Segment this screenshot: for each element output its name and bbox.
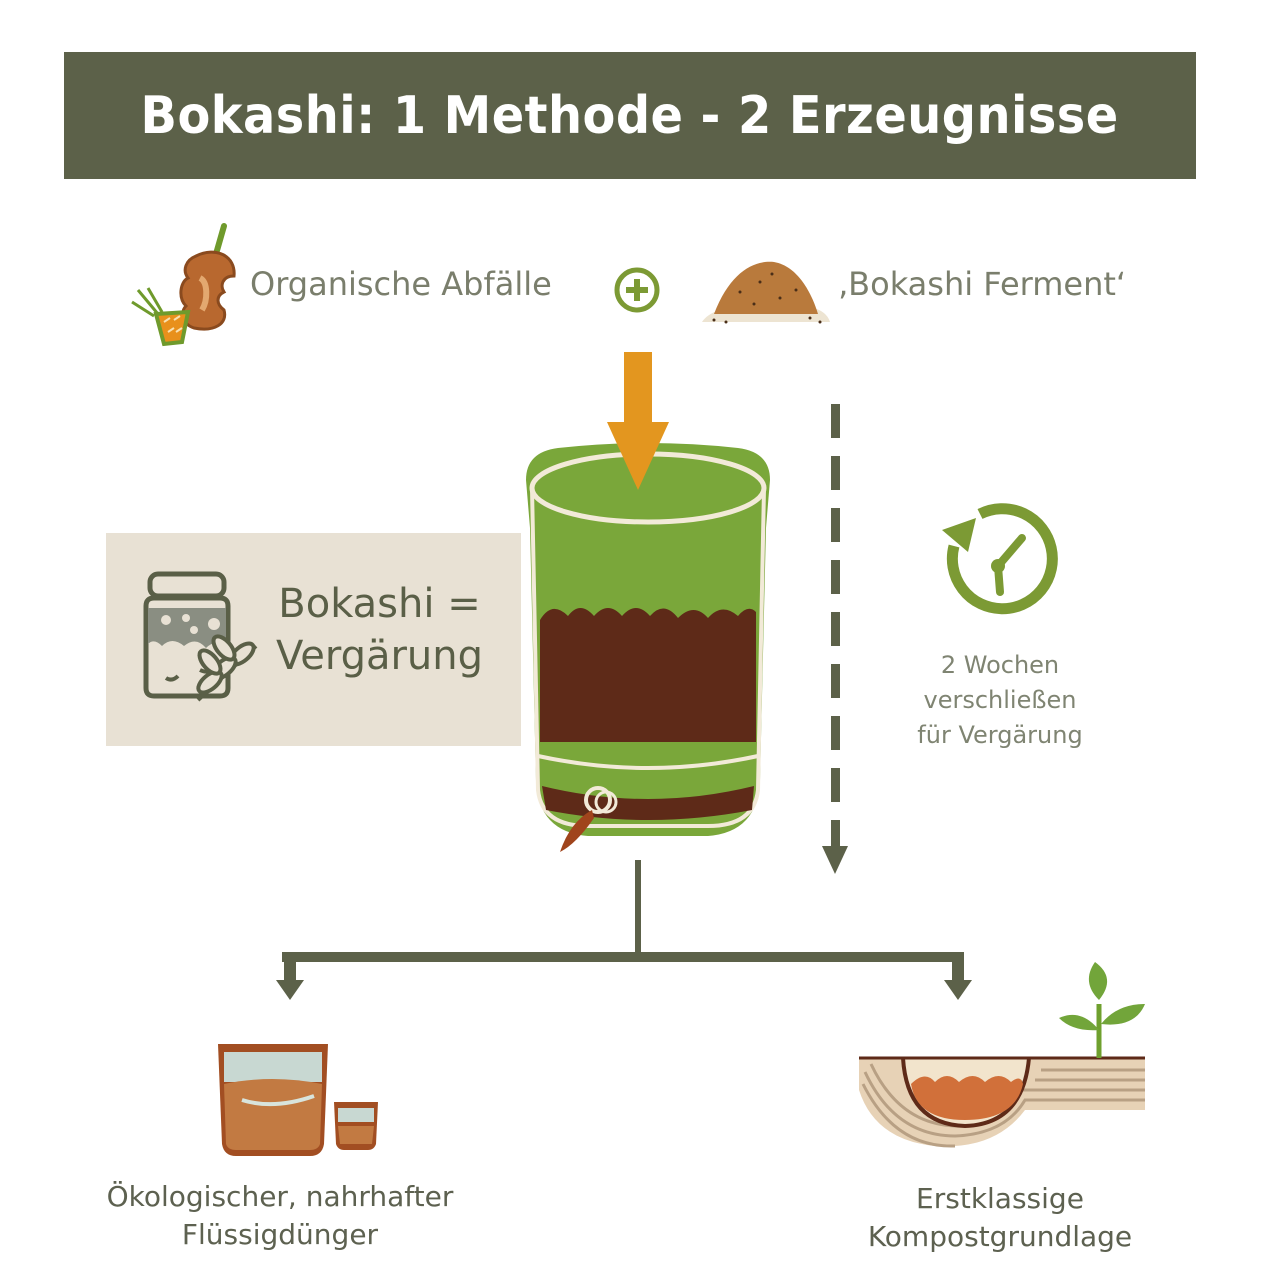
- organic-waste-icon: [124, 220, 244, 350]
- bokashi-bucket-icon: [508, 440, 788, 860]
- plus-circle-icon: [613, 266, 661, 314]
- clock-cycle-icon: [940, 500, 1060, 620]
- output-2-line-1: Erstklassige: [916, 1182, 1084, 1215]
- organic-waste-label: Organische Abfälle: [250, 265, 552, 303]
- fermenting-jar-with-grain-icon: [140, 570, 264, 702]
- soil-with-compost-and-seedling-icon: [855, 960, 1155, 1150]
- page-title: Bokashi: 1 Methode - 2 Erzeugnisse: [140, 85, 1120, 146]
- split-arrow-connector: [270, 860, 990, 1000]
- output-1-line-2: Flüssigdünger: [181, 1218, 379, 1251]
- timer-caption: 2 Wochen verschließen für Vergärung: [880, 648, 1120, 753]
- title-banner: Bokashi: 1 Methode - 2 Erzeugnisse: [64, 52, 1196, 179]
- definition-line-1: Bokashi =: [278, 581, 481, 627]
- timer-line-2: verschließen: [923, 686, 1077, 714]
- output-1-line-1: Ökologischer, nahrhafter: [106, 1180, 454, 1213]
- output-liquid-fertilizer-label: Ökologischer, nahrhafter Flüssigdünger: [84, 1178, 476, 1254]
- bran-pile-icon: [700, 252, 832, 328]
- time-dashed-arrow-icon: [820, 400, 850, 880]
- timer-line-3: für Vergärung: [917, 721, 1083, 749]
- input-arrow-icon: [607, 352, 669, 492]
- bokashi-ferment-label: ‚Bokashi Ferment‘: [838, 265, 1127, 303]
- timer-line-1: 2 Wochen: [940, 651, 1060, 679]
- output-compost-label: Erstklassige Kompostgrundlage: [840, 1180, 1160, 1256]
- output-2-line-2: Kompostgrundlage: [867, 1220, 1133, 1253]
- liquid-fertilizer-glasses-icon: [214, 1040, 384, 1160]
- definition-line-2: Vergärung: [275, 633, 484, 679]
- definition-text: Bokashi = Vergärung: [262, 578, 497, 682]
